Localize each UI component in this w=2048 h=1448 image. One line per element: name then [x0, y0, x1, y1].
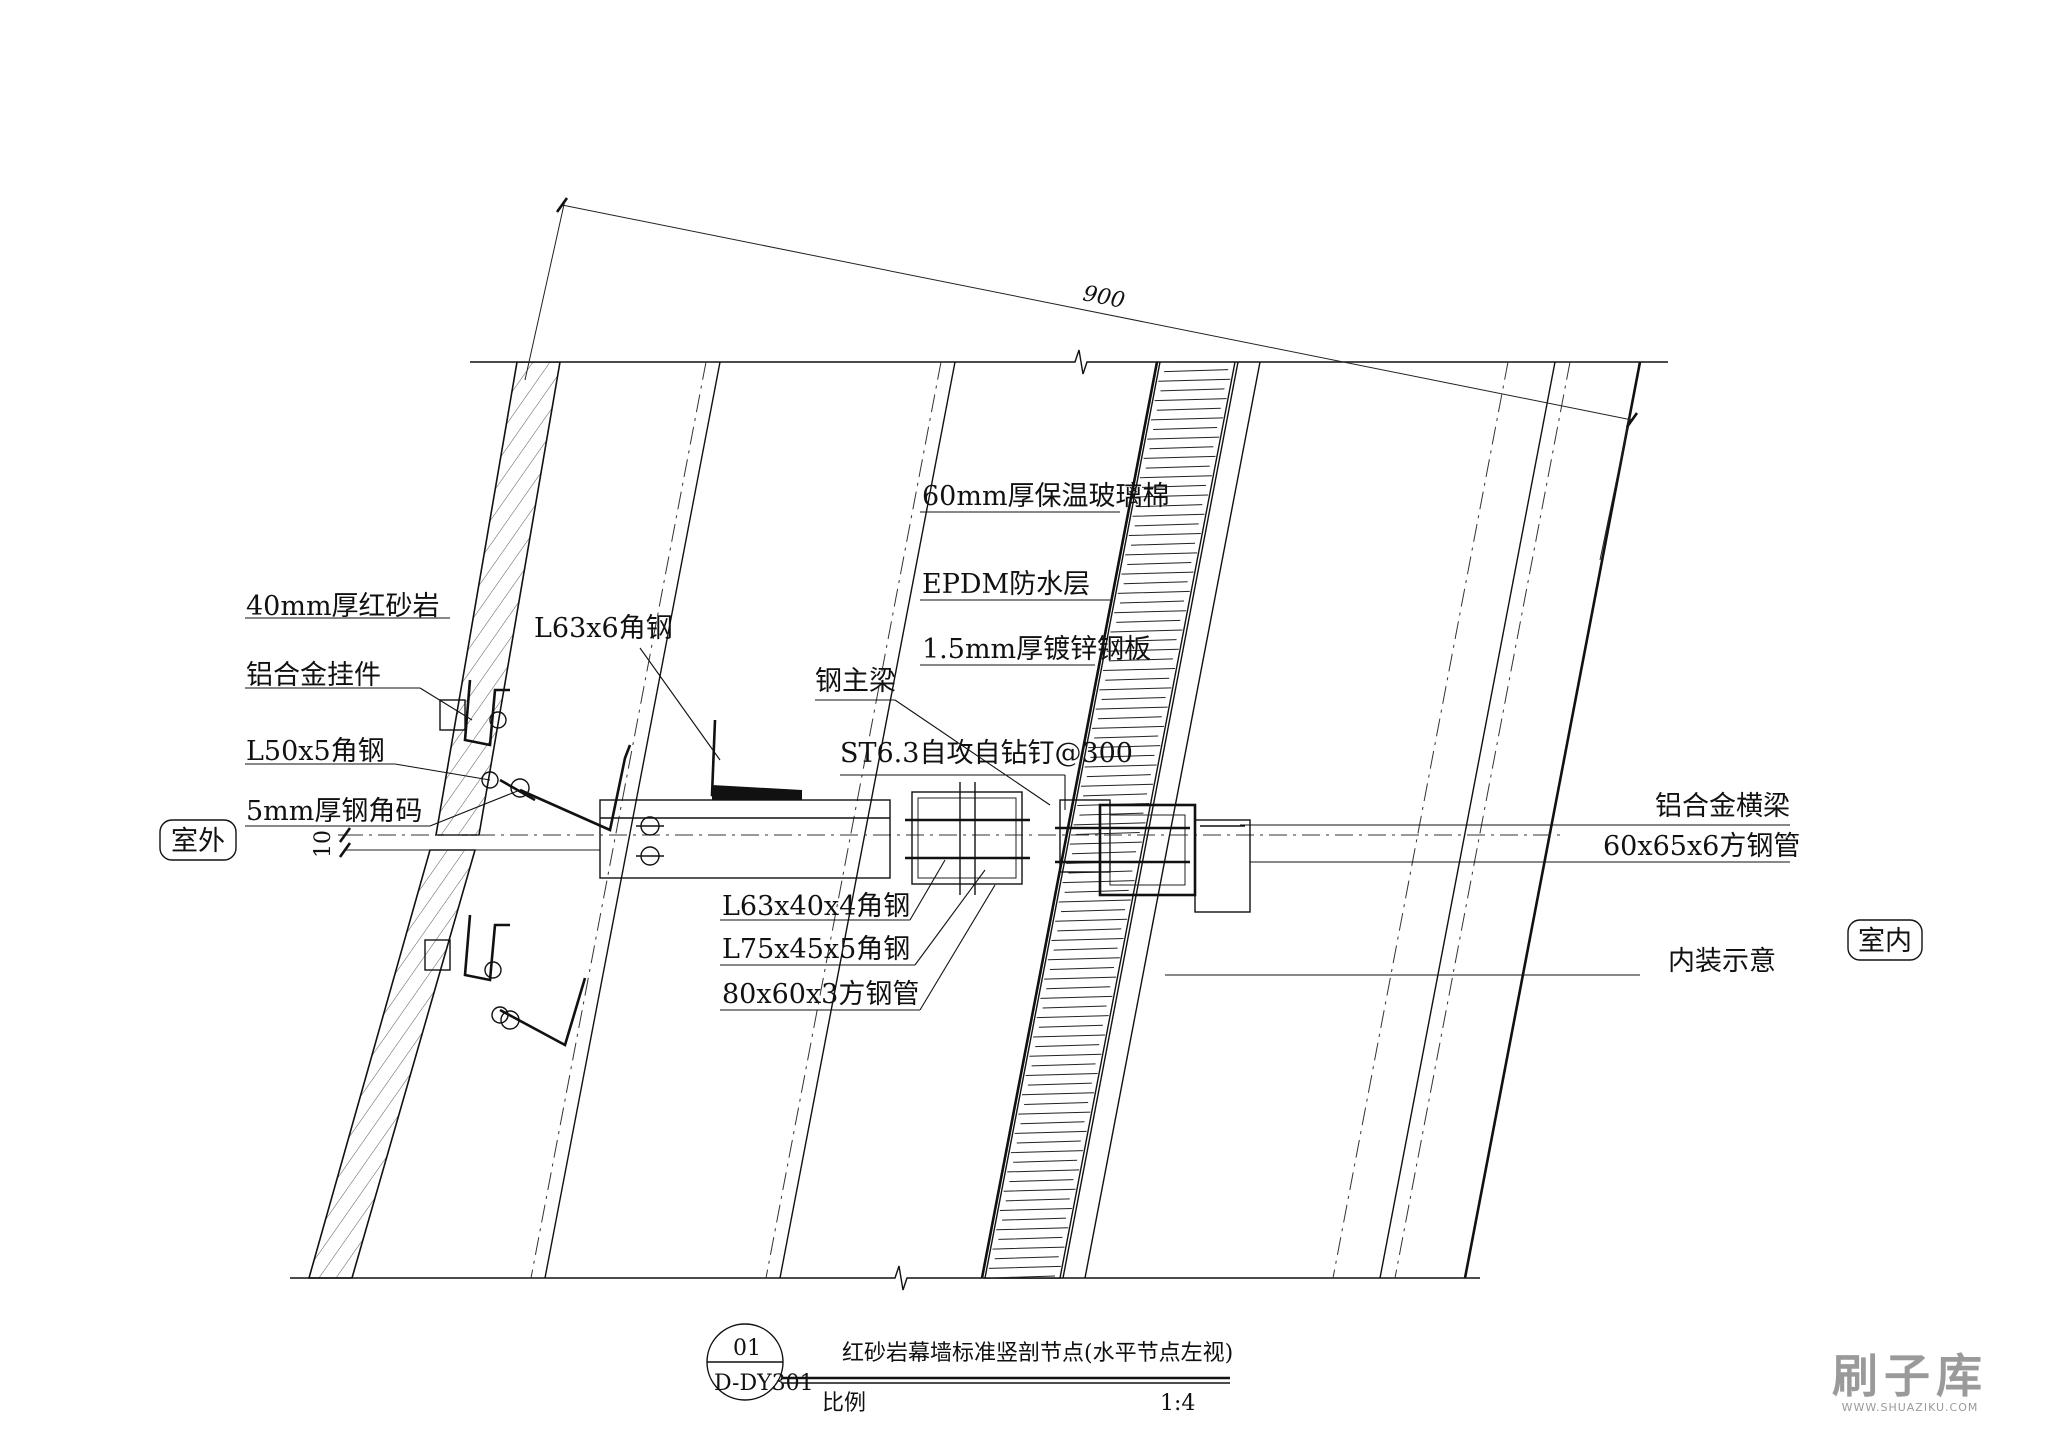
label-epdm: EPDM防水层 — [922, 569, 1090, 600]
label-insulation: 60mm厚保温玻璃棉 — [922, 481, 1170, 512]
leaders — [245, 511, 1790, 1011]
label-angle-l63x6: L63x6角钢 — [534, 613, 673, 644]
label-al-transom: 铝合金横梁 — [1655, 791, 1790, 822]
dimension-10: 10 — [311, 827, 352, 858]
watermark-brand: 刷子库 — [1832, 1349, 1988, 1403]
scale-label: 比例 — [822, 1391, 866, 1416]
bolt-pair — [636, 816, 664, 866]
label-stone: 40mm厚红砂岩 — [246, 591, 440, 622]
watermark: 刷子库 WWW.SHUAZIKU.COM — [1832, 1353, 1988, 1414]
exterior-tag: 室外 — [171, 826, 225, 857]
label-interior-finish: 内装示意 — [1668, 946, 1776, 977]
interior-tag: 室内 — [1858, 926, 1912, 957]
label-angle-l63x40: L63x40x4角钢 — [722, 891, 910, 922]
label-tube-60x65: 60x65x6方钢管 — [1603, 831, 1800, 862]
label-hanger: 铝合金挂件 — [246, 660, 381, 691]
dimension-900-label: 900 — [1081, 281, 1127, 314]
label-tube-80x60: 80x60x3方钢管 — [722, 979, 919, 1010]
label-main-beam: 钢主梁 — [815, 666, 896, 697]
side-tags: 室外 室内 — [159, 819, 1923, 961]
axis-lines — [345, 834, 1560, 851]
label-screw: ST6.3自攻自钻钉@300 — [840, 738, 1133, 769]
label-angle-l75x45: L75x45x5角钢 — [722, 934, 910, 965]
label-galv-sheet: 1.5mm厚镀锌钢板 — [922, 634, 1151, 665]
hanger-upper — [439, 679, 632, 832]
scale-value: 1:4 — [1160, 1391, 1195, 1416]
drawing-title: 红砂岩幕墙标准竖剖节点(水平节点左视) — [842, 1341, 1233, 1366]
watermark-url: WWW.SHUAZIKU.COM — [1841, 1401, 1979, 1414]
bracket-assembly — [599, 719, 1251, 913]
inclined-lines — [530, 362, 1642, 1279]
stone-hangers — [424, 679, 632, 1047]
label-angle-l50: L50x5角钢 — [246, 736, 385, 767]
detail-number: 01 — [733, 1336, 761, 1361]
dimension-10-label: 10 — [311, 830, 336, 858]
label-steel-bracket: 5mm厚钢角码 — [246, 796, 422, 827]
annotation-labels: 40mm厚红砂岩 铝合金挂件 L50x5角钢 5mm厚钢角码 L63x6角钢 钢… — [246, 481, 1800, 1010]
hanger-lower — [424, 914, 587, 1047]
title-block: 01 D-DY301 红砂岩幕墙标准竖剖节点(水平节点左视) 比例 1:4 — [706, 1323, 1233, 1416]
